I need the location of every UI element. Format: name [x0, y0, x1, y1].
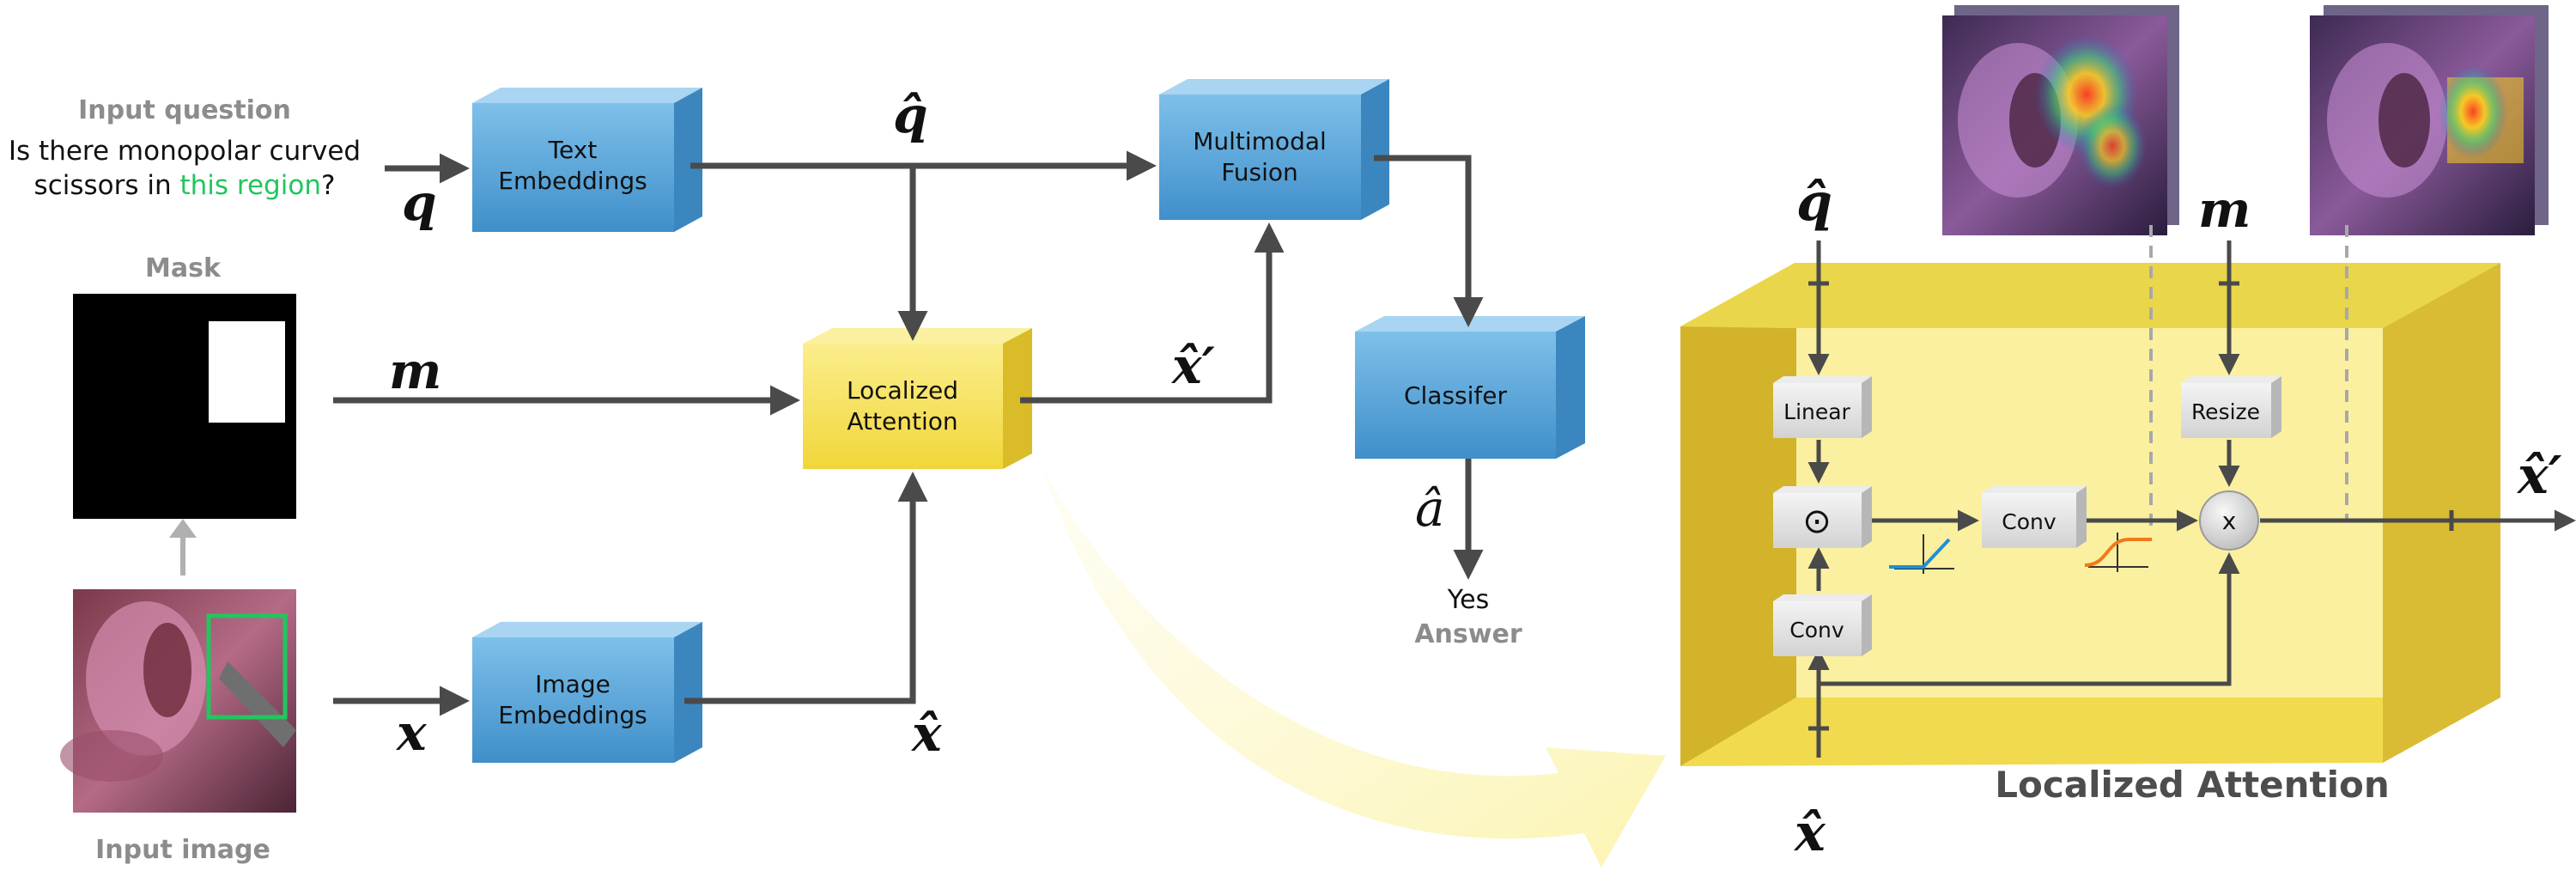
symbol-m: m [389, 342, 441, 400]
svg-text:Image: Image [535, 670, 611, 698]
svg-text:Multimodal: Multimodal [1193, 127, 1327, 155]
svg-text:Fusion: Fusion [1221, 158, 1298, 186]
svg-text:Linear: Linear [1783, 399, 1850, 424]
mask-label: Mask [145, 253, 222, 283]
svg-text:Classifer: Classifer [1404, 381, 1508, 410]
mask-up-arrow-icon [169, 519, 197, 576]
question-text-line2: scissors in this region? [34, 170, 336, 201]
attention-heatmap-image-2 [2310, 5, 2549, 235]
symbol-x-hat: x̂ [910, 704, 943, 763]
attention-heatmap-image-1 [1942, 5, 2179, 235]
multimodal-fusion-block: Multimodal Fusion [1159, 79, 1389, 220]
heatmap-dashed-links [2149, 225, 2348, 528]
detail-title: Localized Attention [1995, 764, 2390, 806]
zoom-swoosh-arrow [1041, 464, 1666, 868]
classifier-block: Classifer [1355, 316, 1585, 459]
symbol-q: q [402, 174, 437, 232]
conv-top-box: Conv [1982, 486, 2087, 548]
detail-symbol-q-hat: q̂ [1796, 173, 1832, 233]
relu-activation-icon [1889, 534, 1954, 574]
detail-symbol-m: m [2198, 180, 2251, 239]
localized-attention-detail-box [1680, 263, 2500, 766]
question-heading: Input question [78, 95, 291, 125]
question-text-line1: Is there monopolar curved [9, 136, 361, 167]
multiply-node: x [2199, 490, 2259, 551]
detail-arrows [1807, 241, 2576, 758]
localized-attention-block: Localized Attention [803, 328, 1032, 469]
svg-text:⊙: ⊙ [1802, 502, 1832, 541]
symbol-x: x [395, 703, 428, 762]
answer-label: Answer [1414, 619, 1522, 649]
detail-symbol-x-hat-prime: x̂′ [2516, 446, 2562, 506]
sigmoid-activation-icon [2084, 533, 2152, 572]
input-image [60, 589, 296, 813]
svg-text:Embeddings: Embeddings [498, 167, 647, 195]
resize-box: Resize [2181, 376, 2281, 438]
svg-text:Attention: Attention [847, 407, 957, 435]
svg-text:x: x [2222, 507, 2237, 535]
hadamard-box: ⊙ [1773, 486, 1872, 548]
mask-image [73, 294, 296, 519]
symbol-q-hat: q̂ [893, 86, 928, 144]
text-embeddings-block: Text Embeddings [472, 88, 702, 232]
svg-text:Localized: Localized [847, 376, 958, 405]
svg-text:Conv: Conv [1789, 618, 1844, 643]
linear-box: Linear [1773, 376, 1872, 438]
svg-text:Embeddings: Embeddings [498, 701, 647, 729]
answer-value: Yes [1447, 585, 1489, 615]
svg-text:Resize: Resize [2191, 399, 2260, 424]
image-embeddings-block: Image Embeddings [472, 622, 702, 763]
question-highlight: this region [180, 170, 321, 201]
svg-text:Conv: Conv [2002, 509, 2057, 534]
svg-text:Text: Text [548, 136, 598, 164]
symbol-a-hat: â [1415, 479, 1445, 538]
detail-symbol-x-hat: x̂ [1793, 803, 1826, 863]
main-arrows [333, 150, 1484, 716]
conv-bottom-box: Conv [1773, 594, 1872, 656]
image-label: Input image [95, 835, 270, 865]
symbol-x-hat-prime: x̂′ [1170, 337, 1215, 395]
